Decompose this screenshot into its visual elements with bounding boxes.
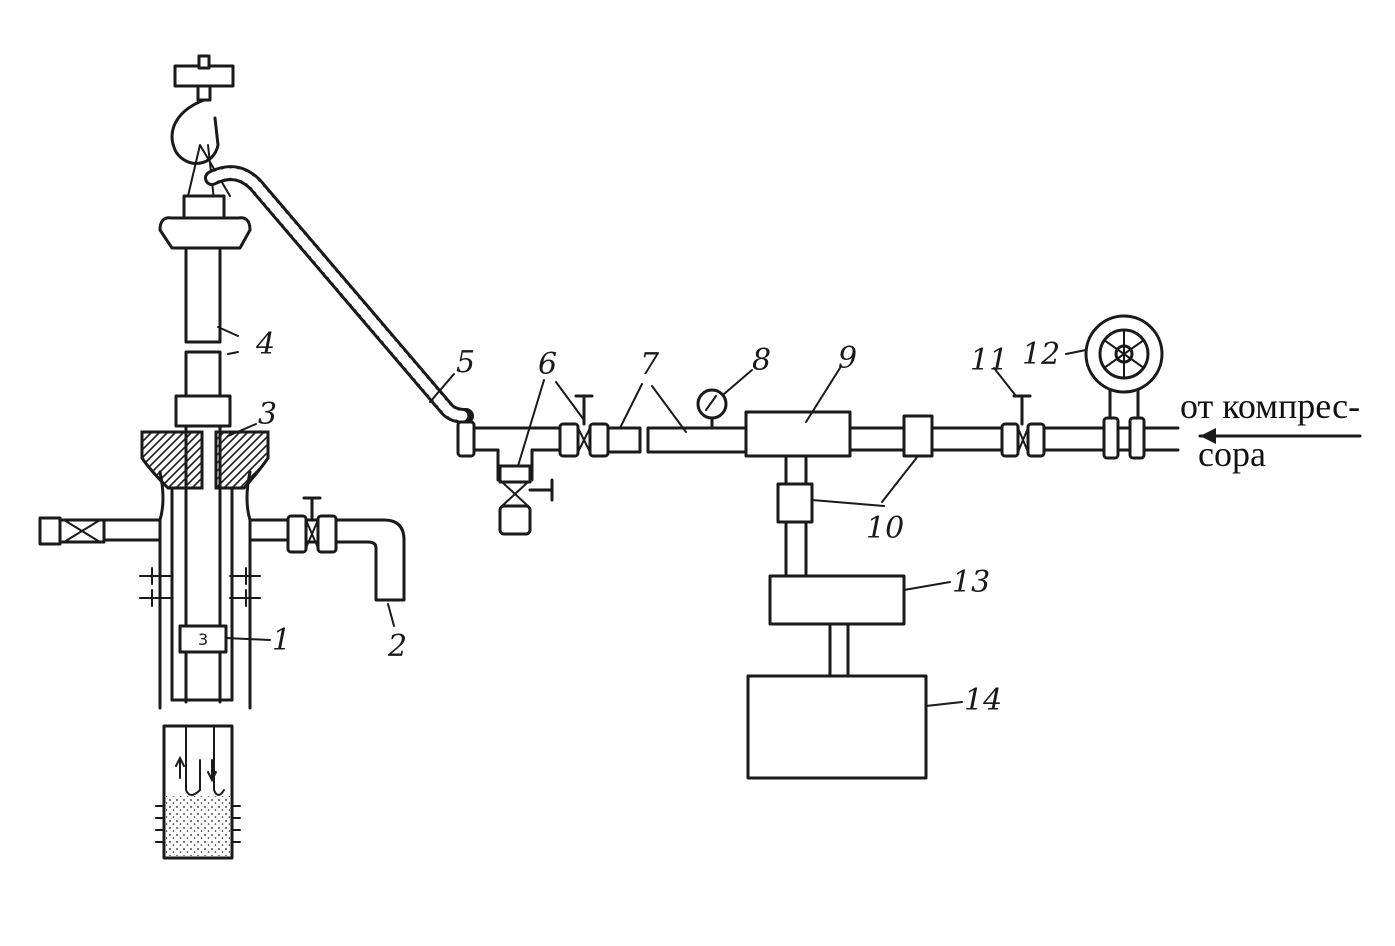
- compressor-inlet-arrow: [1198, 428, 1362, 444]
- label-7: 7: [640, 347, 660, 382]
- pressure-gauge-8: [696, 388, 728, 430]
- source-line-1: от компрес-: [1180, 386, 1360, 426]
- label-6: 6: [538, 347, 557, 382]
- casing-bolts: [139, 567, 261, 607]
- svg-text:3: 3: [198, 630, 208, 649]
- source-caption: от компрес- сора: [1180, 386, 1360, 474]
- flowmeter-12: [1084, 314, 1164, 420]
- label-8: 8: [752, 343, 771, 378]
- label-10: 10: [866, 511, 904, 546]
- flexible-hose-5: [204, 165, 474, 424]
- label-2: 2: [387, 629, 407, 664]
- label-13: 13: [952, 565, 990, 600]
- leader-lines: [217, 326, 1087, 707]
- label-5: 5: [456, 345, 475, 380]
- label-14: 14: [964, 683, 1002, 718]
- label-1: 1: [272, 623, 291, 658]
- bottomhole-zone: [155, 724, 241, 860]
- packer-1: 3: [178, 624, 228, 654]
- separator-13: [768, 574, 906, 678]
- drain-valve-6: [498, 464, 554, 536]
- label-9: 9: [838, 341, 857, 376]
- tubing-string-4: [174, 246, 232, 428]
- tank-14: [746, 674, 928, 780]
- label-3: 3: [258, 397, 277, 432]
- label-11: 11: [970, 343, 1008, 378]
- label-12: 12: [1022, 337, 1060, 372]
- outlet-pipe-2: [286, 496, 406, 602]
- main-pipeline: [456, 394, 1180, 482]
- branch-to-tank: [776, 454, 814, 578]
- tubing-head: [158, 194, 252, 250]
- label-4: 4: [255, 327, 275, 362]
- part-labels: 1 2 3 4 5 6 7 8 9 10 11 12 13 14: [255, 327, 1060, 718]
- source-line-2: сора: [1198, 434, 1266, 474]
- left-outlet-valve: [38, 516, 106, 546]
